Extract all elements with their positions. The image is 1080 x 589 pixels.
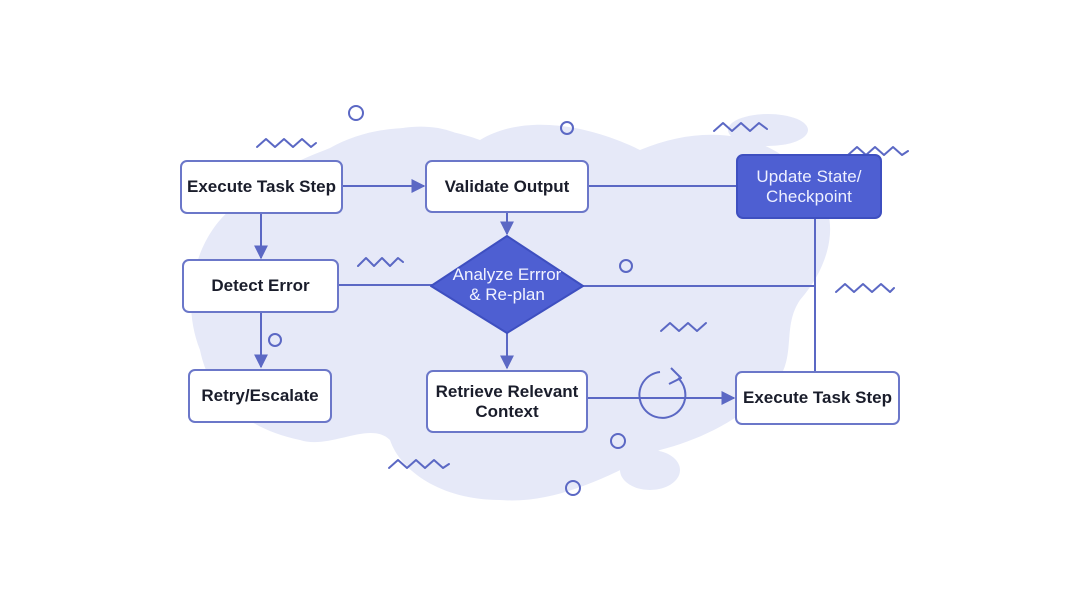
decor-circle [619, 259, 633, 273]
validate-output-box: Validate Output [425, 160, 589, 213]
execute-task-step-box-top: Execute Task Step [180, 160, 343, 214]
analyze-error-label-wrap: Analyze Errror & Re-plan [441, 258, 573, 312]
retrieve-relevant-context-box: Retrieve Relevant Context [426, 370, 588, 433]
decor-squiggle [660, 322, 707, 332]
analyze-error-label: Analyze Errror & Re-plan [452, 265, 562, 304]
decor-squiggle [256, 138, 317, 148]
decor-circle [268, 333, 282, 347]
analyze-error-diamond [430, 235, 584, 334]
background-blob-bump [728, 114, 808, 146]
decor-circle [560, 121, 574, 135]
execute-task-step-box-bottom: Execute Task Step [735, 371, 900, 425]
decor-squiggle [357, 257, 404, 267]
execute-task-step-label-top: Execute Task Step [187, 177, 336, 197]
execute-task-step-label-bottom: Execute Task Step [743, 388, 892, 408]
decor-squiggle [388, 459, 450, 469]
retrieve-relevant-context-label: Retrieve Relevant Context [435, 382, 579, 421]
retry-escalate-label: Retry/Escalate [201, 386, 319, 406]
update-state-checkpoint-box: Update State/ Checkpoint [736, 154, 882, 219]
decor-squiggle [835, 283, 895, 293]
decor-circle [348, 105, 364, 121]
decor-squiggle [713, 122, 768, 132]
background-blob-top [360, 126, 460, 158]
detect-error-label: Detect Error [211, 276, 310, 296]
detect-error-box: Detect Error [182, 259, 339, 313]
update-state-checkpoint-label: Update State/ Checkpoint [756, 167, 862, 206]
decor-squiggle [847, 146, 909, 156]
decor-circle [565, 480, 581, 496]
validate-output-label: Validate Output [444, 176, 570, 196]
decor-circle [610, 433, 626, 449]
background-blob-lower [620, 450, 680, 490]
retry-escalate-box: Retry/Escalate [188, 369, 332, 423]
refresh-icon [638, 367, 687, 419]
